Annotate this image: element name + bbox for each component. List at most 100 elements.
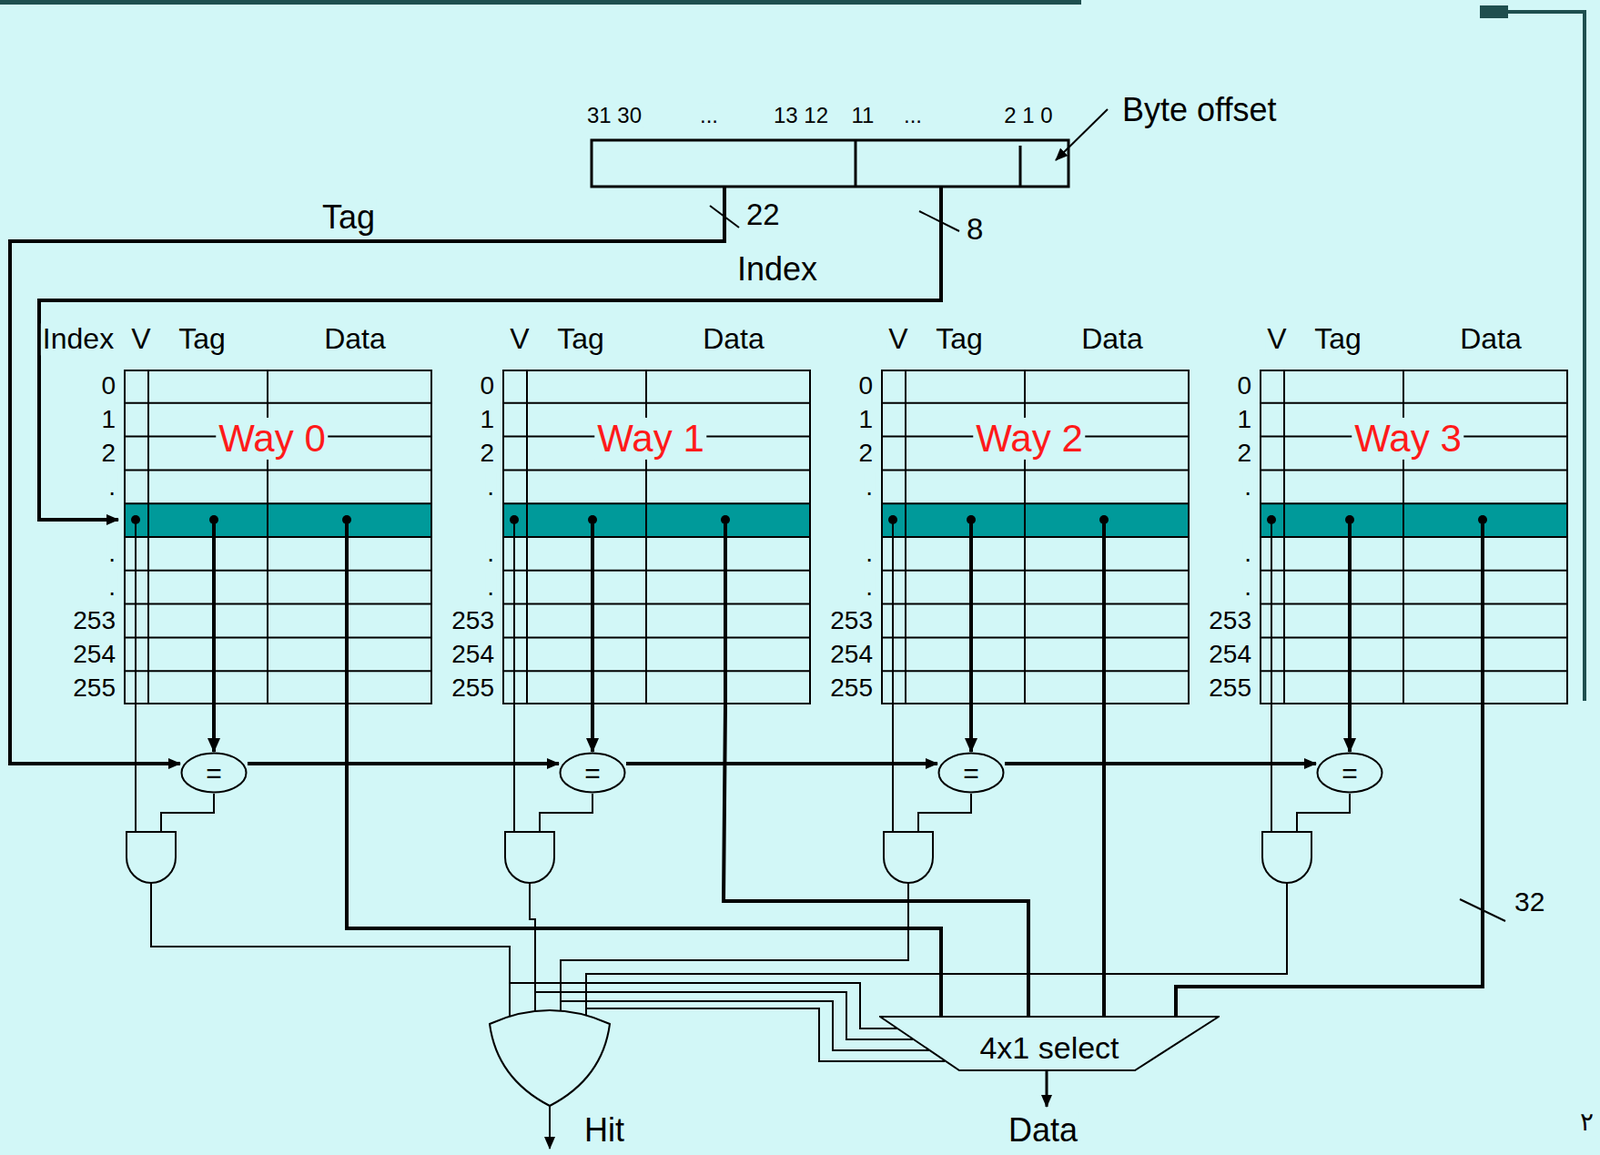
tag-read-wire: [969, 519, 973, 705]
column-header: Tag: [555, 323, 607, 355]
bus-width: 32: [1512, 886, 1547, 917]
row-line: [502, 502, 811, 505]
compare-wire: [1296, 793, 1350, 832]
junction-dot: [1478, 515, 1488, 525]
row-number: .: [485, 472, 497, 501]
column-header: Tag: [1312, 323, 1364, 355]
bus-slash: [709, 205, 740, 228]
row-number: 1: [99, 405, 118, 435]
row-line: [1259, 669, 1569, 672]
row-number: 0: [477, 372, 497, 401]
and-gate: [126, 831, 176, 883]
row-number: .: [1242, 539, 1254, 568]
data-read-wire: [1102, 519, 1106, 705]
tag-connector: [1347, 704, 1352, 752]
column-header: Data: [322, 323, 388, 355]
way-array: Way 3: [1259, 369, 1569, 705]
index-wire: [39, 186, 942, 520]
address-box: [591, 140, 1069, 187]
row-number: 2: [477, 439, 497, 468]
data-connector: [346, 704, 942, 1016]
row-line: [881, 502, 1190, 505]
junction-dot: [509, 515, 519, 525]
page-number: ۲: [1578, 1108, 1596, 1137]
row-number: 253: [828, 607, 875, 636]
row-number: .: [485, 539, 497, 568]
row-number: .: [106, 472, 118, 501]
row-number: .: [863, 472, 875, 501]
junction-dot: [209, 515, 219, 525]
junction-dot: [342, 515, 352, 525]
row-number: 1: [477, 405, 497, 435]
compare-sign: =: [202, 758, 225, 789]
column-header: Data: [1079, 323, 1145, 355]
bit-number: ...: [901, 103, 924, 128]
corner-mark: [1479, 5, 1509, 19]
row-line: [1259, 536, 1569, 538]
comparator-shape: [182, 753, 247, 793]
row-line: [123, 536, 433, 538]
row-number: 253: [1206, 607, 1254, 636]
row-number: 254: [1206, 639, 1254, 669]
junction-dot: [1345, 515, 1355, 525]
comparator-shape: [560, 753, 626, 793]
field-name: Index: [735, 251, 820, 288]
comparator: =: [937, 751, 1005, 794]
tag-read-wire: [590, 519, 595, 705]
row-number: 2: [856, 439, 875, 468]
wire: [529, 882, 536, 1013]
row-line: [502, 636, 811, 638]
row-line: [1259, 402, 1569, 405]
and-gate: [883, 831, 933, 883]
bit-number: 31 30: [585, 103, 644, 128]
tag-wire: [1004, 761, 1317, 766]
row-number: .: [863, 539, 875, 568]
row-number: 0: [99, 372, 118, 401]
column-header: Data: [700, 323, 767, 355]
mux-shape: [880, 1016, 1219, 1071]
junction-dot: [587, 515, 598, 525]
row-line: [502, 569, 811, 572]
row-number: .: [106, 573, 118, 602]
wire: [586, 882, 1287, 1017]
selected-set-row: [123, 503, 433, 537]
row-line: [881, 468, 1190, 471]
row-line: [502, 536, 811, 538]
row-line: [123, 636, 433, 638]
row-number: 253: [70, 607, 118, 636]
compare-wire: [161, 793, 214, 832]
comparator: =: [1316, 751, 1384, 794]
tag-connector: [969, 704, 973, 752]
hit-output: [548, 1105, 551, 1149]
field-divider: [854, 140, 858, 187]
tag-connector: [212, 704, 216, 752]
way-label: Way 1: [594, 417, 707, 460]
tag-connector: [590, 704, 595, 752]
data-read-wire: [723, 519, 728, 705]
row-line: [1259, 603, 1569, 606]
row-number: 0: [856, 372, 875, 401]
row-number: 255: [449, 673, 497, 702]
junction-dot: [966, 515, 976, 525]
column-header: Tag: [176, 323, 228, 355]
column-header: V: [129, 323, 152, 355]
top-bar: [0, 0, 1082, 5]
column-line: [1283, 369, 1286, 705]
row-number: 1: [1235, 405, 1254, 435]
field-name: Byte offset: [1120, 91, 1278, 129]
valid-wire: [513, 519, 516, 832]
row-number: 254: [828, 639, 875, 669]
row-line: [123, 603, 433, 606]
junction-dot: [888, 515, 898, 525]
tag-wire: [10, 186, 725, 764]
frame-line: [1508, 11, 1585, 701]
signal-name: Data: [1006, 1112, 1080, 1149]
way-array: Way 1: [502, 369, 811, 705]
comparator: =: [180, 751, 248, 794]
row-line: [881, 603, 1190, 606]
selected-set-row: [502, 503, 811, 537]
compare-sign: =: [1338, 758, 1361, 789]
way-array: Way 0: [123, 369, 433, 705]
data-read-wire: [344, 519, 349, 705]
